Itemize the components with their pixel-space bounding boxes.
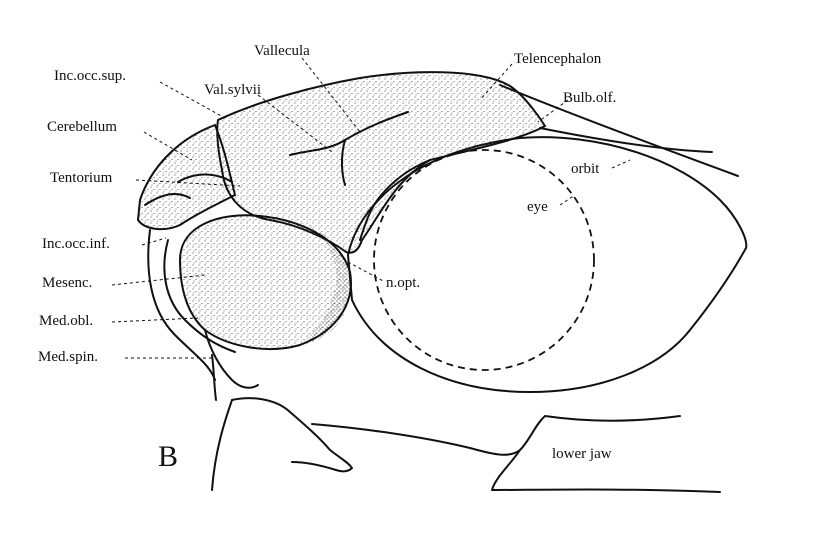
neck-outline (212, 400, 232, 490)
label-med-spin: Med.spin. (38, 349, 98, 365)
label-telencephalon: Telencephalon (514, 51, 602, 67)
label-inc-occ-sup: Inc.occ.sup. (54, 68, 126, 84)
label-orbit: orbit (571, 161, 600, 177)
lower-jaw-outline (312, 416, 680, 455)
label-inc-occ-inf: Inc.occ.inf. (42, 236, 110, 252)
neck-outline-front (212, 355, 216, 400)
throat-outline (232, 398, 352, 471)
label-n-opt: n.opt. (386, 275, 420, 291)
label-vallecula: Vallecula (254, 43, 310, 59)
label-val-sylvii: Val.sylvii (204, 82, 261, 98)
label-eye: eye (527, 199, 548, 215)
label-cerebellum: Cerebellum (47, 119, 117, 135)
label-tentorium: Tentorium (50, 170, 113, 186)
label-bulb-olf: Bulb.olf. (563, 90, 616, 106)
panel-letter: B (158, 440, 178, 473)
label-med-obl: Med.obl. (39, 313, 93, 329)
eye-circle (374, 150, 594, 370)
label-lower-jaw: lower jaw (552, 446, 612, 462)
label-mesenc: Mesenc. (42, 275, 92, 291)
